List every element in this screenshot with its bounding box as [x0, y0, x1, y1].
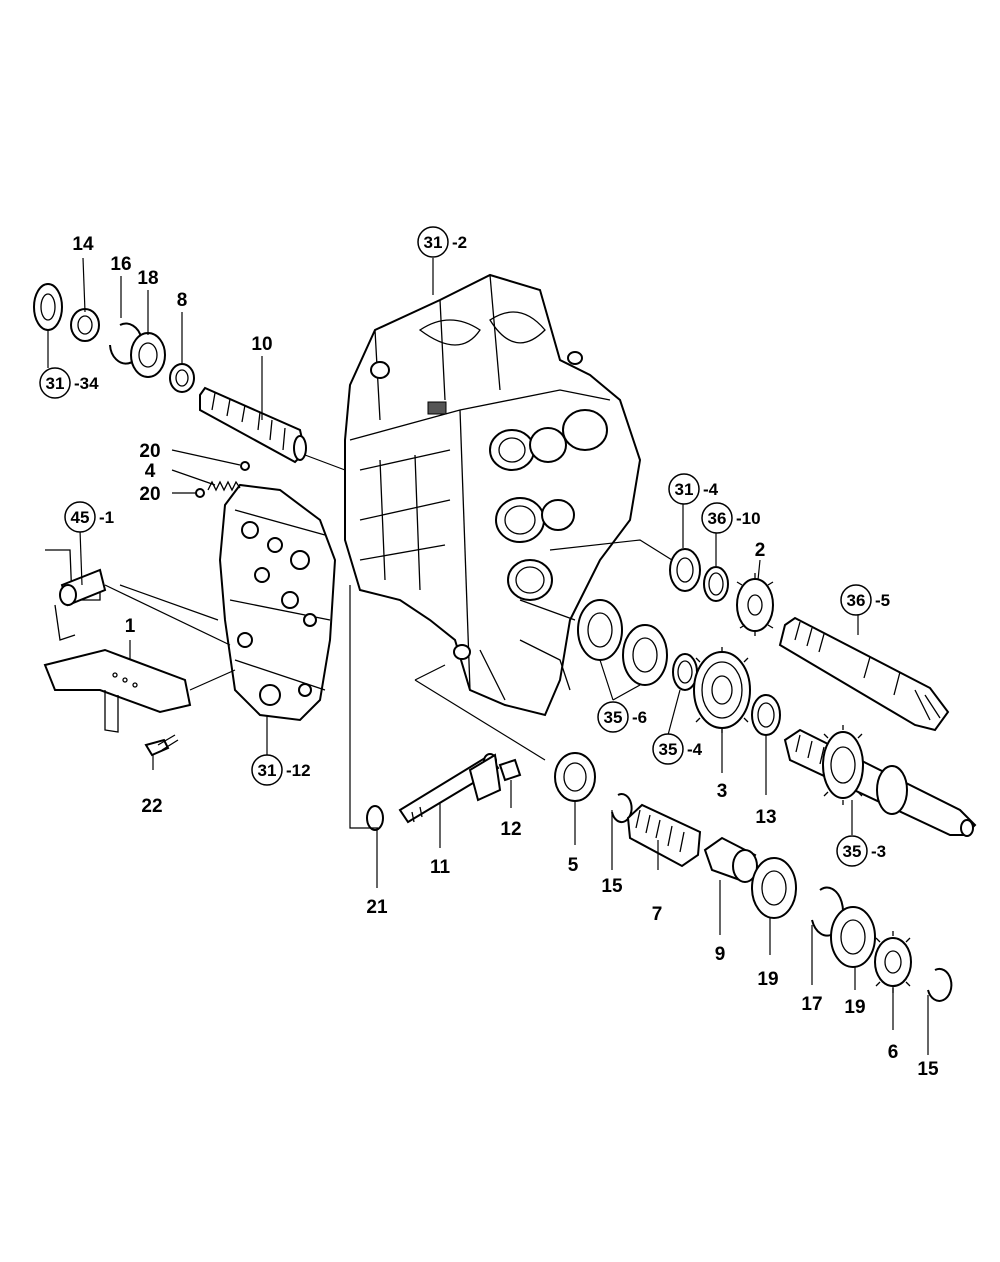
label-19-a: 19 — [757, 969, 778, 990]
svg-text:-4: -4 — [687, 740, 703, 759]
svg-text:-3: -3 — [871, 842, 886, 861]
ref-35-3: 35 -3 — [836, 835, 886, 867]
ball-20-upper — [240, 461, 250, 471]
ball-20-lower — [195, 488, 205, 498]
svg-text:31: 31 — [46, 374, 65, 393]
shim-35-4 — [672, 653, 698, 691]
label-11: 11 — [430, 857, 451, 878]
fork-block-12 — [498, 758, 522, 782]
bolt-22 — [144, 734, 179, 757]
label-13: 13 — [755, 807, 776, 828]
label-15-a: 15 — [601, 876, 623, 897]
ref-45-1: 45 -1 — [64, 501, 114, 533]
label-5: 5 — [568, 855, 579, 876]
spring-4 — [207, 480, 241, 492]
svg-text:-2: -2 — [452, 233, 467, 252]
cable-lever-45-1 — [45, 549, 107, 641]
label-15-b: 15 — [917, 1059, 939, 1080]
label-22: 22 — [141, 796, 162, 817]
label-9: 9 — [715, 944, 726, 965]
ref-31-34: 31 -34 — [39, 367, 99, 399]
ref-31-2: 31 -2 — [417, 226, 467, 258]
snap-ring-15-b — [927, 967, 953, 1002]
ref-36-5: 36 -5 — [840, 584, 890, 616]
svg-text:31: 31 — [675, 480, 694, 499]
label-2: 2 — [755, 540, 766, 561]
bearing-18 — [130, 332, 166, 378]
svg-text:-5: -5 — [875, 591, 890, 610]
label-6: 6 — [888, 1042, 899, 1063]
washer-36-10 — [703, 566, 729, 602]
needle-bearing-13 — [751, 694, 781, 736]
bearing-35-6-b — [622, 624, 668, 686]
oil-seal-31-34 — [33, 283, 63, 331]
svg-text:-6: -6 — [632, 708, 647, 727]
label-16: 16 — [110, 254, 131, 275]
svg-text:31: 31 — [424, 233, 443, 252]
leader-lines — [47, 257, 929, 1055]
input-shaft-10 — [199, 386, 307, 464]
svg-text:-12: -12 — [286, 761, 311, 780]
svg-text:-34: -34 — [74, 374, 99, 393]
label-4: 4 — [145, 461, 156, 482]
svg-text:35: 35 — [659, 740, 678, 759]
bushing-8 — [169, 363, 195, 393]
fork-shaft-11 — [398, 753, 502, 824]
ref-31-12: 31 -12 — [251, 754, 311, 786]
ref-35-6: 35 -6 — [597, 701, 647, 733]
spline-sleeve-7 — [626, 803, 702, 868]
svg-text:-1: -1 — [99, 508, 114, 527]
bearing-19-b — [830, 906, 876, 968]
label-20-lower: 20 — [139, 484, 160, 505]
label-10: 10 — [251, 334, 272, 355]
label-7: 7 — [652, 904, 663, 925]
part-labels: 14 16 18 8 10 20 4 20 1 22 2 3 13 12 11 … — [72, 234, 939, 1080]
label-20-upper: 20 — [139, 441, 160, 462]
svg-text:45: 45 — [71, 508, 90, 527]
gear-6 — [874, 931, 912, 993]
label-17: 17 — [801, 994, 822, 1015]
svg-text:-10: -10 — [736, 509, 761, 528]
label-14: 14 — [72, 234, 94, 255]
label-21: 21 — [366, 897, 388, 918]
bearing-19-a — [751, 857, 797, 919]
svg-text:-4: -4 — [703, 480, 719, 499]
gear-2 — [736, 573, 774, 636]
svg-text:36: 36 — [847, 591, 866, 610]
needle-bearing-31-4 — [669, 548, 701, 592]
label-12: 12 — [500, 819, 521, 840]
snap-ring-21 — [366, 805, 384, 831]
coupler-5 — [554, 752, 596, 802]
label-3: 3 — [717, 781, 728, 802]
transmission-case — [344, 273, 642, 717]
label-19-b: 19 — [844, 997, 865, 1018]
svg-text:31: 31 — [258, 761, 277, 780]
ref-36-10: 36 -10 — [701, 502, 761, 534]
label-1: 1 — [125, 616, 136, 637]
bracket-1 — [43, 648, 192, 733]
ref-31-4: 31 -4 — [668, 473, 719, 505]
collar-14 — [70, 308, 100, 342]
label-8: 8 — [177, 290, 188, 311]
bearing-35-6-a — [577, 599, 623, 661]
drive-shaft-36-5 — [778, 616, 950, 732]
label-18: 18 — [137, 268, 158, 289]
svg-text:35: 35 — [843, 842, 862, 861]
gear-3 — [693, 647, 751, 733]
svg-text:35: 35 — [604, 708, 623, 727]
svg-text:36: 36 — [708, 509, 727, 528]
cover-plate — [218, 483, 337, 722]
gear-shaft-35-3 — [783, 725, 977, 837]
ref-35-4: 35 -4 — [652, 733, 703, 765]
collar-9 — [703, 836, 758, 883]
